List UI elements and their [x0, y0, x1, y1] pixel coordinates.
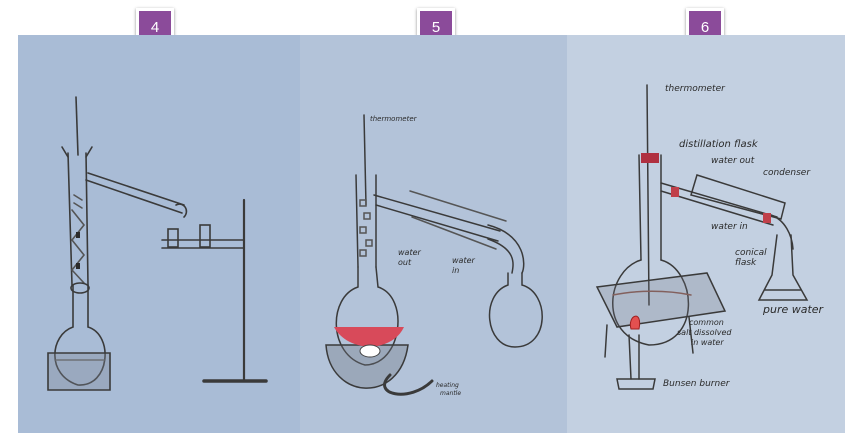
thermometer-stem — [76, 97, 78, 155]
label-water-out: water out — [711, 156, 755, 166]
side-arm — [86, 173, 184, 213]
label-pure-water: pure water — [762, 303, 825, 316]
label-condenser: condenser — [763, 168, 811, 178]
flask-neck — [639, 155, 661, 260]
label-thermometer: thermometer — [665, 84, 726, 94]
heater-base — [48, 353, 110, 390]
panel-4-drawing — [18, 35, 300, 433]
thermometer — [364, 115, 366, 205]
stopper — [641, 153, 659, 163]
flame — [630, 316, 639, 329]
panel-6-labelled-distillation-sketch: thermometer distillation flask water out… — [567, 35, 845, 433]
condenser-tube — [374, 195, 500, 241]
panel-6-drawing: thermometer distillation flask water out… — [567, 35, 845, 433]
receiving-flask — [490, 273, 543, 347]
thermometer — [647, 85, 649, 305]
label-bunsen-burner: Bunsen burner — [663, 379, 731, 389]
panel-4-fractional-column-sketch — [18, 35, 300, 433]
label-thermometer: thermometer — [370, 115, 418, 123]
label-distillation-flask: distillation flask — [679, 139, 759, 150]
label-water-in: water in — [711, 222, 748, 232]
